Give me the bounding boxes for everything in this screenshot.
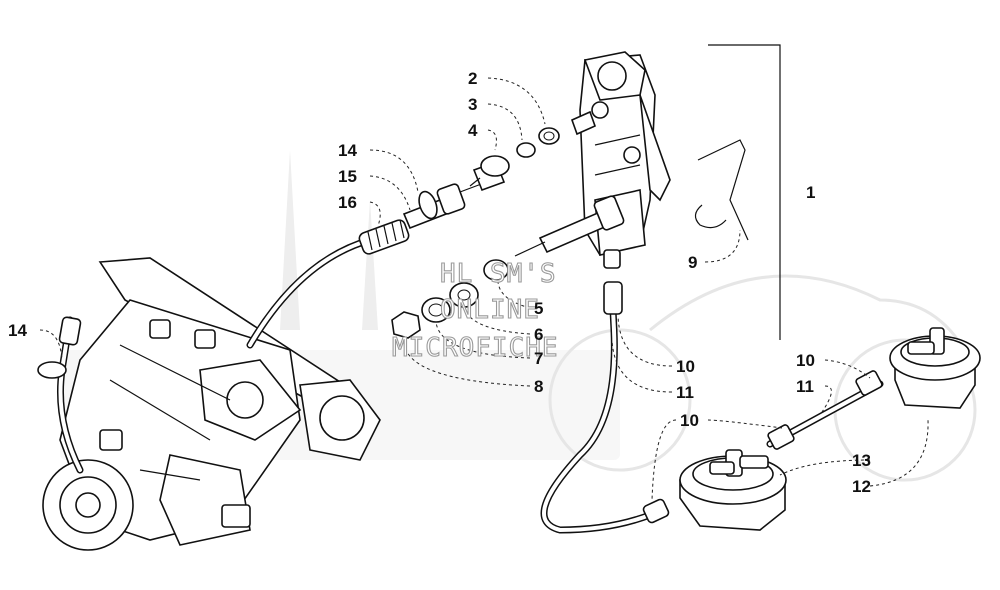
callout-8: 8	[534, 377, 543, 396]
callout-16: 16	[338, 193, 357, 212]
callout-11b: 11	[796, 377, 814, 396]
callout-15: 15	[338, 167, 357, 186]
assembly-bracket	[708, 44, 781, 340]
callout-13: 13	[852, 451, 871, 470]
pulse-pump-lower	[679, 449, 787, 531]
pulse-pump-upper	[889, 327, 981, 409]
nut-washer-stack	[391, 259, 509, 339]
callout-1: 1	[806, 183, 815, 202]
callout-9: 9	[688, 253, 697, 272]
valve-stem	[514, 195, 625, 257]
fitting-stack	[469, 127, 560, 192]
vent-hose-left	[37, 316, 84, 474]
hose-clamp-14-upper	[418, 190, 438, 220]
callout-6: 6	[534, 325, 543, 344]
callout-4: 4	[468, 121, 478, 140]
throttle-cable	[246, 179, 493, 349]
callout-labels: 1 2 3 4 5 6 7 8 9 10 10 10 11 11 12 13 1…	[8, 69, 871, 496]
leader-lines	[39, 77, 929, 501]
fuel-hose	[540, 281, 670, 534]
watermark-line-3: MICROFICHE	[392, 333, 559, 363]
callout-14-left: 14	[8, 321, 27, 340]
watermark-line-2: ONLINE	[440, 295, 540, 325]
watermark: HL SM'S ONLINE MICROFICHE	[391, 258, 559, 363]
callout-3: 3	[468, 95, 477, 114]
callout-2: 2	[468, 69, 477, 88]
callout-11a: 11	[676, 383, 694, 402]
throttle-body-assembly	[42, 257, 381, 551]
pump-connecting-hose	[766, 370, 884, 450]
callout-12: 12	[852, 477, 871, 496]
callout-7: 7	[534, 349, 543, 368]
callout-10c: 10	[680, 411, 699, 430]
cable-spring	[358, 219, 410, 255]
callout-14-upper: 14	[338, 141, 357, 160]
callout-5: 5	[534, 299, 543, 318]
watermark-line-1: HL SM'S	[440, 259, 557, 289]
callout-10a: 10	[676, 357, 695, 376]
wire-clip-9	[694, 139, 749, 241]
callout-10b: 10	[796, 351, 815, 370]
